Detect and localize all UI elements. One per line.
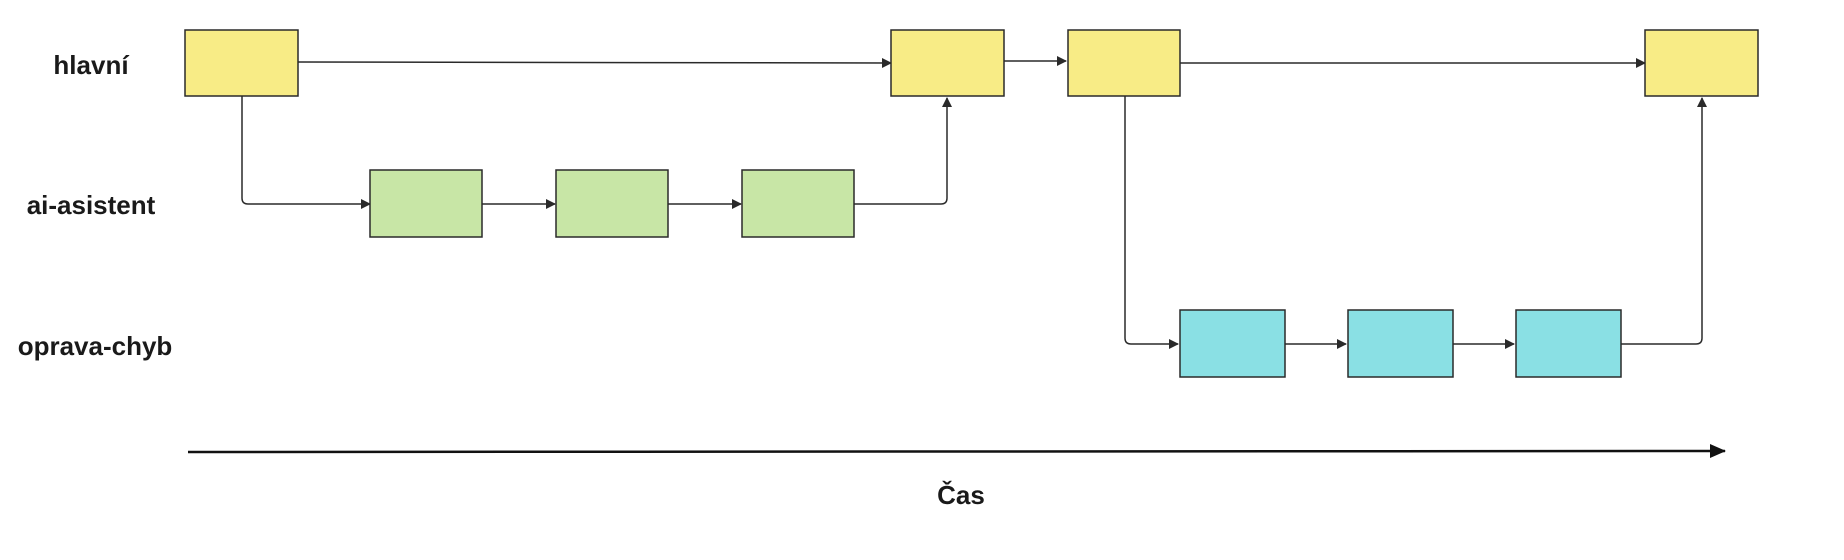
lane-label-ai: ai-asistent — [27, 190, 156, 220]
commit-fix-3 — [1515, 309, 1622, 378]
lane-main-nodes — [184, 29, 1759, 97]
edge-fix-3-to-main-4 — [1621, 97, 1707, 345]
lane-fix-nodes — [1179, 309, 1622, 378]
lane-label-fix: oprava-chyb — [18, 331, 173, 361]
lane-ai-nodes — [369, 169, 855, 238]
lane-label-main: hlavní — [53, 50, 129, 80]
commit-main-1 — [184, 29, 299, 97]
edge-main-1-to-ai-1 — [241, 96, 371, 209]
time-axis-arrow — [187, 444, 1726, 459]
commit-main-4 — [1644, 29, 1759, 97]
connectors — [241, 56, 1707, 349]
commit-fix-2 — [1347, 309, 1454, 378]
edge-main-1-to-main-2 — [297, 57, 892, 68]
edge-ai-3-to-main-2 — [853, 97, 952, 205]
commit-main-3 — [1067, 29, 1181, 97]
commit-fix-1 — [1179, 309, 1286, 378]
edge-main-3-to-fix-1 — [1124, 96, 1179, 349]
time-axis-label: Čas — [937, 480, 985, 510]
commit-ai-1 — [369, 169, 483, 238]
commit-ai-2 — [555, 169, 669, 238]
commit-main-2 — [890, 29, 1005, 97]
commit-ai-3 — [741, 169, 855, 238]
